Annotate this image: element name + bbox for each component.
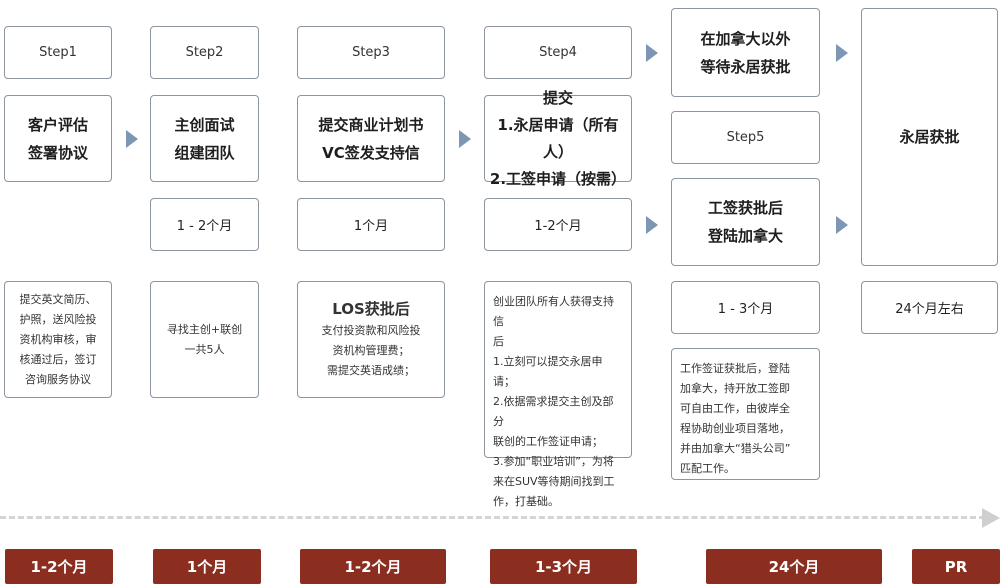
timeline-period-1: 1-2个月 (5, 549, 113, 584)
step2-duration: 1 - 2个月 (150, 198, 259, 251)
timeline-period-3: 1-2个月 (300, 549, 446, 584)
step3-note-body: 支付投资款和风险投 资机构管理费； 需提交英语成绩； (321, 323, 421, 377)
step3-duration: 1个月 (297, 198, 445, 251)
step1-main: 客户评估 签署协议 (4, 95, 112, 182)
step2-label: Step2 (150, 26, 259, 79)
pr-approved: 永居获批 (861, 8, 998, 266)
step2-main: 主创面试 组建团队 (150, 95, 259, 182)
step5-note: 工作签证获批后，登陆 加拿大，持开放工签即 可自由工作，由彼岸全 程协助创业项目… (671, 348, 820, 480)
timeline-period-4: 1-3个月 (490, 549, 637, 584)
arrow-right-icon (646, 44, 658, 62)
step1-label: Step1 (4, 26, 112, 79)
step5-duration: 1 - 3个月 (671, 281, 820, 334)
arrow-right-icon (126, 130, 138, 148)
step5-wait-pr: 在加拿大以外 等待永居获批 (671, 8, 820, 97)
step5-label: Step5 (671, 111, 820, 164)
arrow-right-icon (836, 216, 848, 234)
pr-duration: 24个月左右 (861, 281, 998, 334)
step3-label: Step3 (297, 26, 445, 79)
step4-main: 提交 1.永居申请（所有人） 2.工签申请（按需） (484, 89, 632, 188)
timeline-period-2: 1个月 (153, 549, 261, 584)
timeline-period-pr: PR (912, 549, 1000, 584)
arrow-right-icon (836, 44, 848, 62)
step5-land-canada: 工签获批后 登陆加拿大 (671, 178, 820, 266)
step1-note: 提交英文简历、 护照，送风险投 资机构审核，审 核通过后，签订 咨询服务协议 (4, 281, 112, 398)
step4-note: 创业团队所有人获得支持信 后 1.立刻可以提交永居申请； 2.依据需求提交主创及… (484, 281, 632, 508)
step3-note-title: LOS获批后 (332, 299, 410, 318)
step3-note: LOS获批后 支付投资款和风险投 资机构管理费； 需提交英语成绩； (297, 281, 445, 398)
step2-note: 寻找主创+联创 一共5人 (150, 281, 259, 398)
step4-duration: 1-2个月 (484, 198, 632, 251)
step4-label: Step4 (484, 26, 632, 79)
arrow-right-icon (646, 216, 658, 234)
timeline-arrow-icon (982, 508, 1000, 528)
step3-main: 提交商业计划书 VC签发支持信 (297, 95, 445, 182)
timeline-dashed-line (0, 516, 985, 519)
timeline-period-5: 24个月 (706, 549, 882, 584)
arrow-right-icon (459, 130, 471, 148)
